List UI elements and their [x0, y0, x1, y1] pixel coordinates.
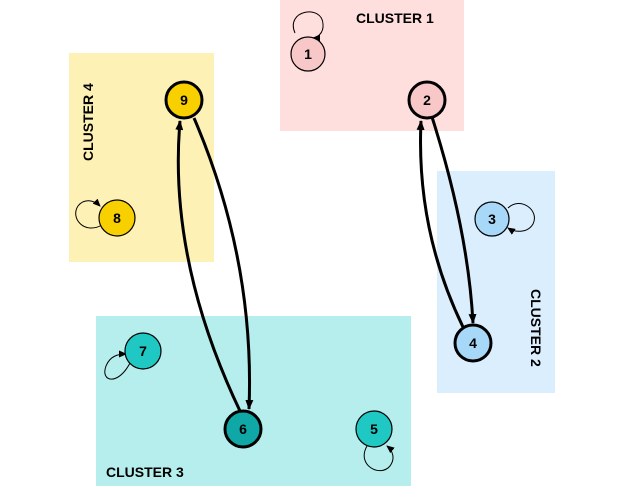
self-loop-7	[104, 350, 131, 380]
node-5[interactable]: 5	[355, 410, 393, 448]
cluster-3-label: CLUSTER 3	[106, 464, 184, 480]
node-6-label: 6	[239, 421, 247, 437]
edge-9-to-6	[192, 117, 254, 410]
edge-6-to-9	[175, 120, 242, 412]
cluster-1-label: CLUSTER 1	[356, 10, 434, 26]
node-6[interactable]: 6	[223, 409, 263, 449]
node-8[interactable]: 8	[98, 199, 136, 237]
cluster-2-label: CLUSTER 2	[528, 289, 544, 367]
node-5-circle	[355, 410, 393, 448]
node-3-label: 3	[488, 211, 496, 227]
node-1[interactable]: 1	[290, 36, 326, 72]
self-loop-8	[75, 198, 103, 229]
node-4-label: 4	[469, 335, 477, 351]
edge-4-to-2	[416, 120, 465, 328]
node-4-circle	[453, 323, 493, 363]
node-3-circle	[474, 201, 510, 237]
node-8-label: 8	[113, 210, 121, 226]
node-9-circle	[164, 80, 204, 120]
node-4[interactable]: 4	[453, 323, 493, 363]
node-2-label: 2	[423, 92, 431, 108]
node-5-label: 5	[370, 421, 378, 437]
node-3[interactable]: 3	[474, 201, 510, 237]
edge-2-to-4	[430, 116, 477, 324]
node-1-label: 1	[304, 46, 312, 62]
node-6-circle	[223, 409, 263, 449]
node-7-circle	[124, 332, 162, 370]
self-loop-5	[363, 445, 395, 472]
node-7[interactable]: 7	[124, 332, 162, 370]
node-9-label: 9	[180, 92, 188, 108]
cluster-4-label: CLUSTER 4	[80, 83, 96, 161]
node-9[interactable]: 9	[164, 80, 204, 120]
node-8-circle	[98, 199, 136, 237]
node-2[interactable]: 2	[407, 80, 447, 120]
node-1-circle	[290, 36, 326, 72]
self-loop-3	[507, 202, 535, 235]
node-7-label: 7	[139, 343, 147, 359]
self-loop-1	[292, 11, 324, 42]
node-2-circle	[407, 80, 447, 120]
